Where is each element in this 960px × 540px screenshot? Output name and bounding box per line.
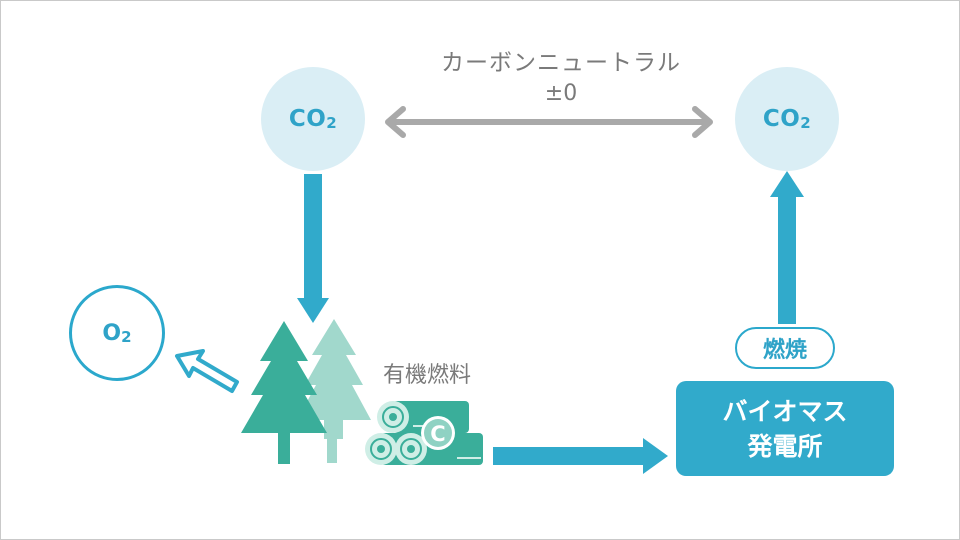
tree-icon <box>241 321 327 464</box>
carbon-neutral-label: カーボンニュートラル <box>441 50 681 76</box>
right-arrow-icon <box>493 438 668 474</box>
down-arrow-icon <box>297 174 329 323</box>
plant-label-line2: 発電所 <box>747 431 823 461</box>
outline-arrow-icon <box>175 349 239 393</box>
carbon-neutral-value: ±0 <box>544 81 578 106</box>
carbon-badge: C <box>421 416 455 450</box>
co2-label: CO <box>762 106 801 132</box>
co2-label: CO <box>288 106 327 132</box>
o2-label: O <box>102 320 122 346</box>
organic-fuel-label: 有機燃料 <box>382 363 471 388</box>
o2-subscript: 2 <box>121 328 132 346</box>
double-arrow-icon <box>385 106 713 138</box>
combustion-badge: 燃焼 <box>735 327 835 369</box>
co2-subscript: 2 <box>326 114 338 132</box>
biomass-plant-box: バイオマス 発電所 <box>676 381 894 476</box>
up-arrow-icon <box>770 171 804 324</box>
plant-label-line1: バイオマス <box>722 396 848 426</box>
tree-icon <box>297 319 371 463</box>
combustion-label: 燃焼 <box>762 338 807 363</box>
co2-subscript: 2 <box>800 114 812 132</box>
carbon-symbol: C <box>430 422 445 446</box>
